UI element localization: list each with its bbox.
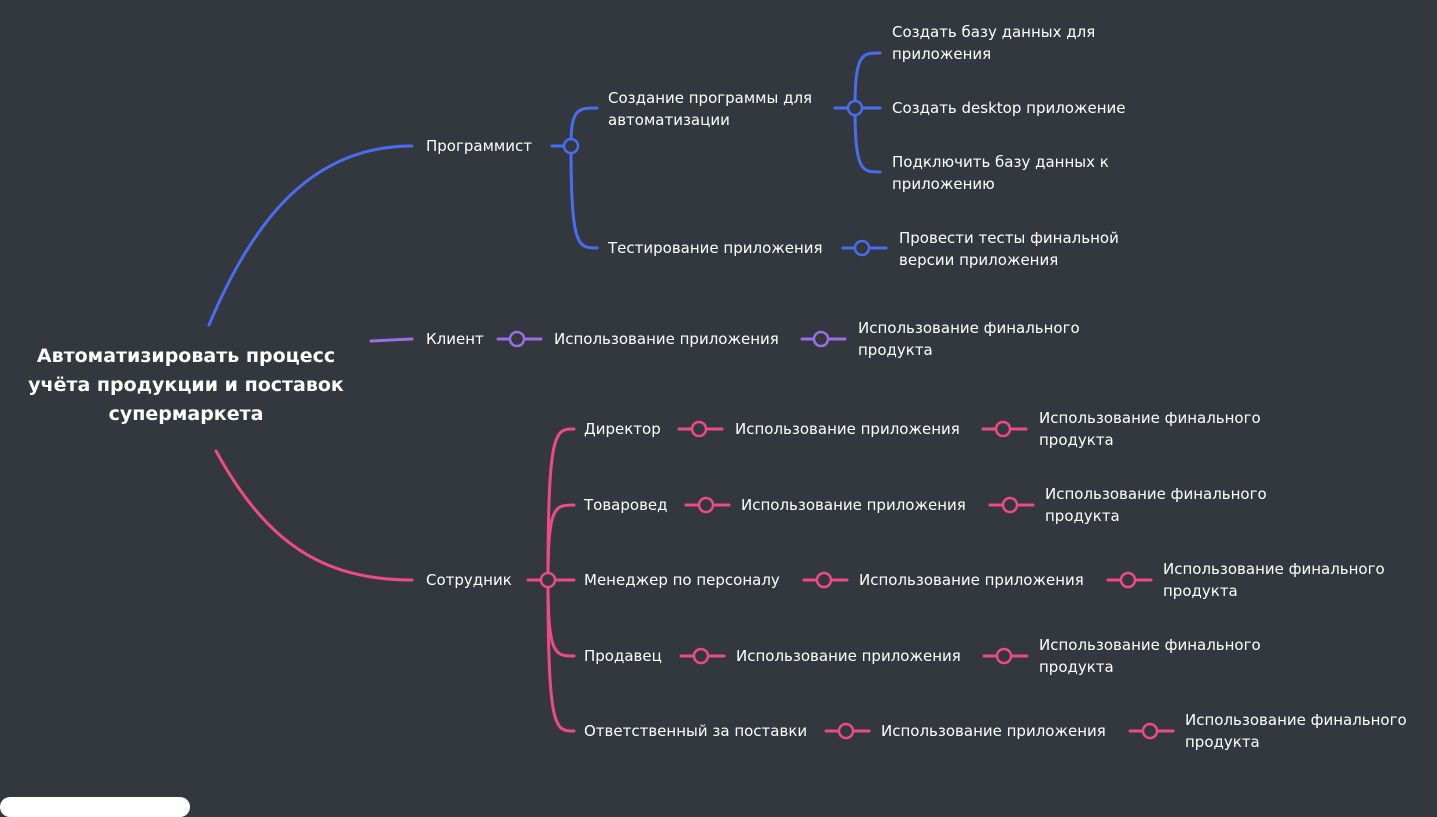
- supply-manager-step[interactable]: Использование приложения: [881, 722, 1106, 740]
- testing-node-icon[interactable]: [853, 239, 871, 257]
- branch-client: [369, 337, 414, 343]
- merchandiser-node-icon[interactable]: [697, 496, 715, 514]
- seller-step[interactable]: Использование приложения: [736, 647, 961, 665]
- role-supply-manager[interactable]: Ответственный за поставки: [584, 722, 808, 740]
- task-create-desktop-app[interactable]: Создать desktop приложение: [892, 99, 1126, 117]
- director-step[interactable]: Использование приложения: [735, 420, 960, 438]
- employee-node-icon[interactable]: [539, 571, 557, 589]
- hr-manager-node-icon[interactable]: [815, 571, 833, 589]
- supply-manager-result[interactable]: Использование финального продукта: [1185, 711, 1407, 751]
- create-program-node-icon[interactable]: [846, 99, 864, 117]
- topic-create-program[interactable]: Создание программы для автоматизации: [608, 89, 813, 129]
- supply-manager-node-icon[interactable]: [837, 722, 855, 740]
- role-director[interactable]: Директор: [584, 420, 661, 438]
- client-result[interactable]: Использование финального продукта: [858, 319, 1080, 359]
- hr-manager-step[interactable]: Использование приложения: [859, 571, 1084, 589]
- director-step-node-icon[interactable]: [994, 420, 1012, 438]
- task-final-tests[interactable]: Провести тесты финальной версии приложен…: [899, 229, 1119, 269]
- role-seller[interactable]: Продавец: [584, 647, 662, 665]
- branch-programmer: [207, 144, 414, 327]
- seller-result[interactable]: Использование финального продукта: [1039, 636, 1261, 676]
- seller-step-node-icon[interactable]: [995, 647, 1013, 665]
- programmer-node-icon[interactable]: [562, 137, 580, 155]
- client-node-icon[interactable]: [508, 330, 526, 348]
- bottom-toolbar-edge: [0, 797, 190, 817]
- topic-client[interactable]: Клиент: [426, 330, 484, 348]
- hr-manager-result[interactable]: Использование финального продукта: [1163, 560, 1385, 600]
- role-hr-manager[interactable]: Менеджер по персоналу: [584, 571, 780, 589]
- merchandiser-result[interactable]: Использование финального продукта: [1045, 485, 1267, 525]
- root-topic[interactable]: Автоматизировать процесс учёта продукции…: [28, 345, 344, 425]
- topic-testing[interactable]: Тестирование приложения: [608, 239, 823, 257]
- hr-manager-step-node-icon[interactable]: [1119, 571, 1137, 589]
- merchandiser-step[interactable]: Использование приложения: [741, 496, 966, 514]
- task-connect-database[interactable]: Подключить базу данных к приложению: [892, 153, 1109, 193]
- supply-manager-step-node-icon[interactable]: [1141, 722, 1159, 740]
- merchandiser-step-node-icon[interactable]: [1001, 496, 1019, 514]
- client-step[interactable]: Использование приложения: [554, 330, 779, 348]
- seller-node-icon[interactable]: [692, 647, 710, 665]
- role-merchandiser[interactable]: Товаровед: [584, 496, 668, 514]
- client-step-node-icon[interactable]: [812, 330, 830, 348]
- task-create-database[interactable]: Создать базу данных для приложения: [892, 23, 1096, 63]
- director-node-icon[interactable]: [690, 420, 708, 438]
- topic-employee[interactable]: Сотрудник: [426, 571, 512, 589]
- director-result[interactable]: Использование финального продукта: [1039, 409, 1261, 449]
- topic-programmer[interactable]: Программист: [426, 137, 532, 155]
- branch-employee: [214, 449, 414, 582]
